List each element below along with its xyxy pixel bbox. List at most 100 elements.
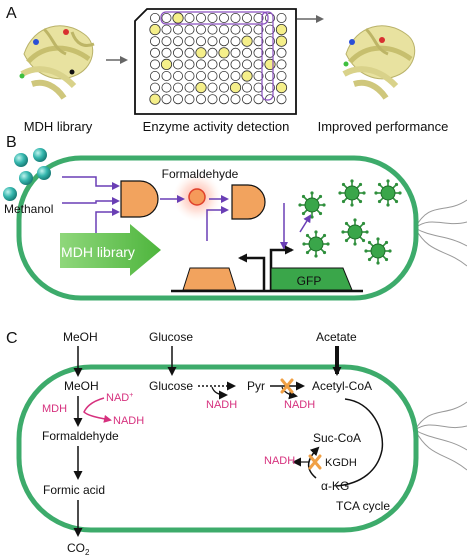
knockout-pdh-icon <box>280 378 294 394</box>
protein-structure-left <box>19 25 95 100</box>
gfp-protein-icon <box>302 230 330 258</box>
well <box>218 71 229 82</box>
methanol-input-arrow <box>62 176 120 238</box>
well <box>172 94 183 105</box>
acetyl-coa-label: Acetyl-CoA <box>312 379 372 393</box>
well <box>161 12 172 23</box>
protein-structure-right <box>342 25 416 100</box>
well <box>207 94 218 105</box>
nadh-mdh-label: NADH <box>113 415 144 427</box>
knockout-kgdh-icon <box>308 454 322 470</box>
gfp-protein-icon <box>298 191 326 219</box>
mdh-enzyme-label: MDH <box>42 403 67 415</box>
well <box>253 12 264 23</box>
well <box>230 12 241 23</box>
well <box>253 47 264 58</box>
highlight-row-box <box>160 11 269 25</box>
well-active <box>275 35 288 47</box>
arrow-regulator-to-sensor <box>206 206 229 241</box>
pyr-label: Pyr <box>247 379 265 393</box>
flagella-c <box>414 401 467 471</box>
well <box>172 24 183 35</box>
well <box>241 24 252 35</box>
glucose-inside-label: Glucose <box>149 379 193 393</box>
tca-cycle-arc <box>335 398 384 487</box>
well <box>149 71 160 82</box>
caption-enzyme-activity-detection: Enzyme activity detection <box>143 119 290 134</box>
well <box>207 82 218 93</box>
well <box>230 71 241 82</box>
well <box>161 71 172 82</box>
well-active <box>195 47 207 59</box>
well <box>195 94 206 105</box>
well-active <box>241 35 253 47</box>
well <box>218 82 229 93</box>
arrow-glycolysis-nadh <box>211 386 228 400</box>
gfp-gene-label: GFP <box>297 274 322 288</box>
well <box>149 82 160 93</box>
well-active <box>229 82 242 94</box>
mdh-library-arrow-label: MDH library <box>61 244 135 260</box>
well-active <box>264 58 276 71</box>
acetate-outside-label: Acetate <box>316 330 357 344</box>
well <box>230 59 241 70</box>
well <box>161 82 172 93</box>
well <box>172 36 183 47</box>
logic-gate-sensor <box>231 184 266 220</box>
meoh-inside-label: MeOH <box>64 379 99 393</box>
well <box>184 12 195 23</box>
well <box>172 59 183 70</box>
well <box>195 59 206 70</box>
akg-label: α-KG <box>321 479 349 493</box>
well <box>161 36 172 47</box>
well <box>184 94 195 105</box>
arrow-gene-to-gfp <box>299 214 312 233</box>
well <box>161 24 172 35</box>
formic-acid-label: Formic acid <box>43 483 105 497</box>
well-active <box>172 12 184 24</box>
well <box>276 12 287 23</box>
meoh-outside-label: MeOH <box>63 330 98 344</box>
well-active <box>241 70 253 82</box>
well <box>184 59 195 70</box>
gfp-protein-icon <box>341 218 369 246</box>
well <box>230 94 241 105</box>
well <box>264 71 275 82</box>
kgdh-label: KGDH <box>325 457 357 469</box>
well <box>253 24 264 35</box>
nadh-glycolysis-label: NADH <box>206 399 237 411</box>
suc-coa-label: Suc-CoA <box>313 431 361 445</box>
well <box>149 36 160 47</box>
highlight-column-box <box>261 11 274 101</box>
well-active <box>160 58 173 71</box>
well <box>218 36 229 47</box>
well <box>161 47 172 58</box>
well <box>218 59 229 70</box>
well <box>207 12 218 23</box>
well <box>184 71 195 82</box>
well <box>184 36 195 47</box>
well <box>149 59 160 70</box>
well <box>264 24 275 35</box>
formaldehyde-c-label: Formaldehyde <box>42 429 119 443</box>
well <box>276 47 287 58</box>
well <box>161 94 172 105</box>
arrow-pdh-nadh <box>281 386 298 400</box>
well <box>218 24 229 35</box>
well <box>184 24 195 35</box>
panel-c-letter: C <box>6 330 18 347</box>
well <box>230 47 241 58</box>
well <box>264 82 275 93</box>
well-active <box>275 82 288 94</box>
well <box>230 36 241 47</box>
well <box>195 24 206 35</box>
nadh-pdh-label: NADH <box>284 399 315 411</box>
well <box>264 36 275 47</box>
gfp-protein-icon <box>338 179 366 207</box>
formaldehyde-label: Formaldehyde <box>162 167 239 181</box>
methanol-molecules <box>3 148 51 201</box>
flagella-b <box>414 199 467 267</box>
well <box>207 47 218 58</box>
well <box>264 47 275 58</box>
methanol-label: Methanol <box>4 202 53 216</box>
